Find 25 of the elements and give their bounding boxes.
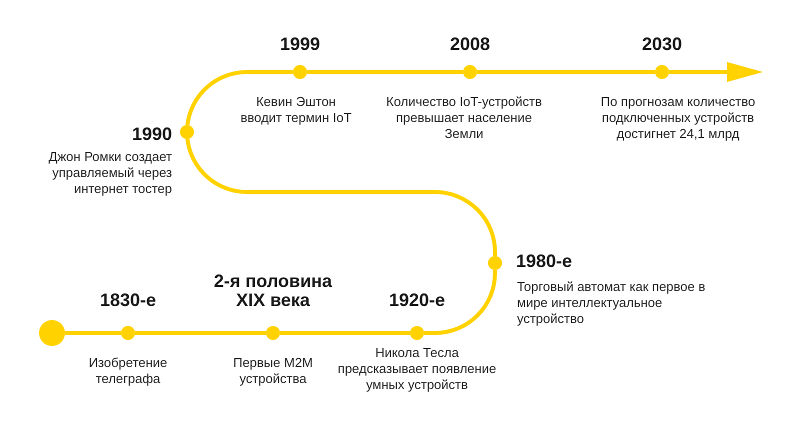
timeline-line: [135, 331, 266, 335]
year-label: 1830-е: [98, 291, 158, 310]
year-label: 2-я половина XIX века: [212, 272, 334, 310]
year-label: 1920-е: [388, 291, 446, 310]
timeline-line: [185, 137, 497, 256]
timeline-line: [65, 331, 121, 335]
timeline-line: [307, 70, 463, 74]
year-label: 1990: [130, 125, 172, 144]
timeline-line: [185, 70, 293, 127]
event-description: По прогнозам количество подключенных устройств достигнет 24,1 млрд: [600, 94, 756, 142]
event-description: Джон Ромки создает управляемый через интернет тостер: [48, 149, 172, 197]
event-description: Торговый автомат как первое в мире интеллектуальное устройство: [517, 279, 706, 327]
year-label: 2008: [448, 35, 492, 54]
year-label: 1999: [278, 35, 322, 54]
event-description: Изобретение телеграфа: [88, 355, 168, 387]
timeline-arrow: [669, 62, 763, 82]
timeline-line: [280, 331, 410, 335]
timeline-line: [477, 70, 655, 74]
event-description: Кевин Эштон вводит термин IoT: [239, 94, 353, 126]
event-description: Никола Тесла предсказывает появление умных устройств: [336, 345, 498, 393]
year-label: 1980-е: [516, 252, 574, 271]
event-description: Количество IoT-устройств превышает население Земли: [385, 94, 543, 142]
year-label: 2030: [640, 35, 684, 54]
event-description: Первые M2M устройства: [232, 355, 314, 387]
timeline-line: [424, 270, 497, 335]
